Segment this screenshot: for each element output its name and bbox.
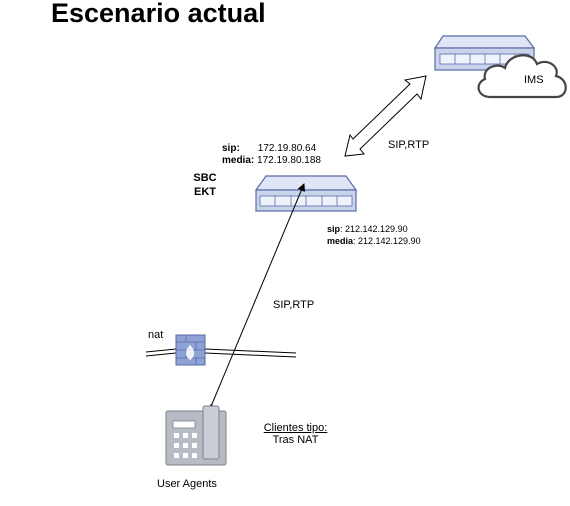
- sip-rtp-label-bottom: SIP,RTP: [273, 299, 315, 311]
- sip-rtp-link-bottom-arrow: [205, 183, 305, 413]
- page-title: Escenario actual: [51, 0, 266, 28]
- sbc-inner-media-key: media:: [222, 155, 255, 166]
- user-agents-label: User Agents: [157, 478, 217, 490]
- ims-server-icon: [433, 35, 536, 71]
- firewall-icon: [175, 334, 206, 366]
- sbc-name-line2: EKT: [194, 186, 216, 198]
- ims-label: IMS: [524, 74, 544, 86]
- sbc-server-icon: [254, 175, 358, 212]
- sbc-name-line1: SBC: [193, 172, 217, 184]
- clients-note-line2: Tras NAT: [272, 434, 319, 446]
- sbc-inner-sip-key: sip:: [222, 143, 240, 154]
- sip-rtp-link-top-arrow: [344, 75, 427, 157]
- nat-boundary-lines: [145, 348, 297, 358]
- sbc-inner-media-value: 172.19.80.188: [257, 155, 321, 166]
- nat-label: nat: [148, 329, 164, 341]
- clients-note-line1: Clientes tipo:: [263, 422, 328, 434]
- sip-rtp-label-top: SIP,RTP: [388, 139, 430, 151]
- sbc-outer-media-value: : 212.142.129.90: [353, 236, 421, 246]
- clients-note: Clientes tipo: Tras NAT: [255, 422, 336, 446]
- sbc-inner-sip-value: 172.19.80.64: [257, 143, 317, 154]
- sbc-name: SBC EKT: [189, 172, 221, 198]
- desk-phone-icon: [165, 405, 227, 466]
- sbc-inner-addresses: sip: 172.19.80.64 media: 172.19.80.188: [222, 143, 321, 167]
- sbc-outer-media-key: media: [327, 236, 354, 246]
- sbc-outer-addresses: sip: 212.142.129.90 media: 212.142.129.9…: [327, 223, 421, 247]
- sbc-outer-sip-key: sip: [327, 224, 341, 234]
- sbc-outer-sip-value: : 212.142.129.90: [340, 224, 408, 234]
- ims-cloud-icon: [477, 54, 567, 99]
